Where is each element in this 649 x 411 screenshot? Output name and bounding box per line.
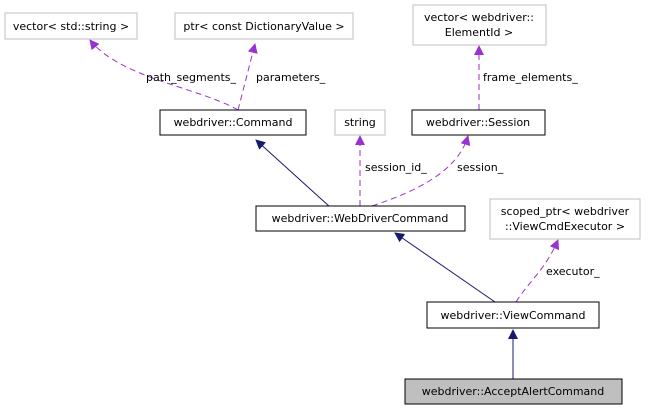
edge-executor bbox=[515, 239, 560, 303]
node-webdriver-command[interactable]: webdriver::WebDriverCommand bbox=[255, 205, 466, 232]
node-view-command-label: webdriver::ViewCommand bbox=[441, 309, 586, 322]
edge-session bbox=[371, 135, 471, 207]
node-vector-string[interactable]: vector< std::string > bbox=[4, 12, 138, 40]
node-ptr-dictionary-value[interactable]: ptr< const DictionaryValue > bbox=[174, 12, 354, 40]
edge-label-session: session_ bbox=[457, 161, 504, 174]
node-command-label: webdriver::Command bbox=[174, 116, 293, 129]
node-scoped-ptr-view-cmd-executor[interactable]: scoped_ptr< webdriver ::ViewCmdExecutor … bbox=[489, 198, 641, 240]
node-vector-string-label: vector< std::string > bbox=[13, 20, 129, 33]
edge-inherit-webdriver-command bbox=[394, 232, 496, 303]
node-session[interactable]: webdriver::Session bbox=[411, 109, 546, 136]
node-scoped-ptr-label-line2: ::ViewCmdExecutor > bbox=[505, 220, 625, 233]
edge-label-executor: executor_ bbox=[546, 265, 600, 278]
edge-parameters bbox=[237, 43, 258, 111]
edge-inherit-command bbox=[255, 139, 331, 208]
node-vector-element-id[interactable]: vector< webdriver:: ElementId > bbox=[412, 4, 547, 46]
edge-label-path-segments: path_segments_ bbox=[146, 71, 236, 84]
node-accept-alert-command[interactable]: webdriver::AcceptAlertCommand bbox=[404, 378, 623, 405]
node-view-command[interactable]: webdriver::ViewCommand bbox=[426, 301, 600, 329]
edge-label-parameters: parameters_ bbox=[256, 71, 326, 84]
node-string-label: string bbox=[344, 116, 376, 129]
node-vector-element-id-label-line1: vector< webdriver:: bbox=[424, 11, 534, 24]
node-vector-element-id-label-line2: ElementId > bbox=[445, 26, 513, 39]
node-scoped-ptr-label-line1: scoped_ptr< webdriver bbox=[501, 205, 630, 218]
edge-path-segments bbox=[89, 39, 239, 111]
node-command[interactable]: webdriver::Command bbox=[159, 109, 307, 136]
node-webdriver-command-label: webdriver::WebDriverCommand bbox=[272, 212, 449, 225]
node-session-label: webdriver::Session bbox=[426, 116, 530, 129]
node-ptr-dictionary-value-label: ptr< const DictionaryValue > bbox=[183, 20, 344, 33]
edge-label-frame-elements: frame_elements_ bbox=[483, 71, 578, 84]
node-string[interactable]: string bbox=[334, 109, 386, 136]
node-accept-alert-command-label: webdriver::AcceptAlertCommand bbox=[422, 385, 605, 398]
edge-label-session-id: session_id_ bbox=[365, 161, 427, 174]
